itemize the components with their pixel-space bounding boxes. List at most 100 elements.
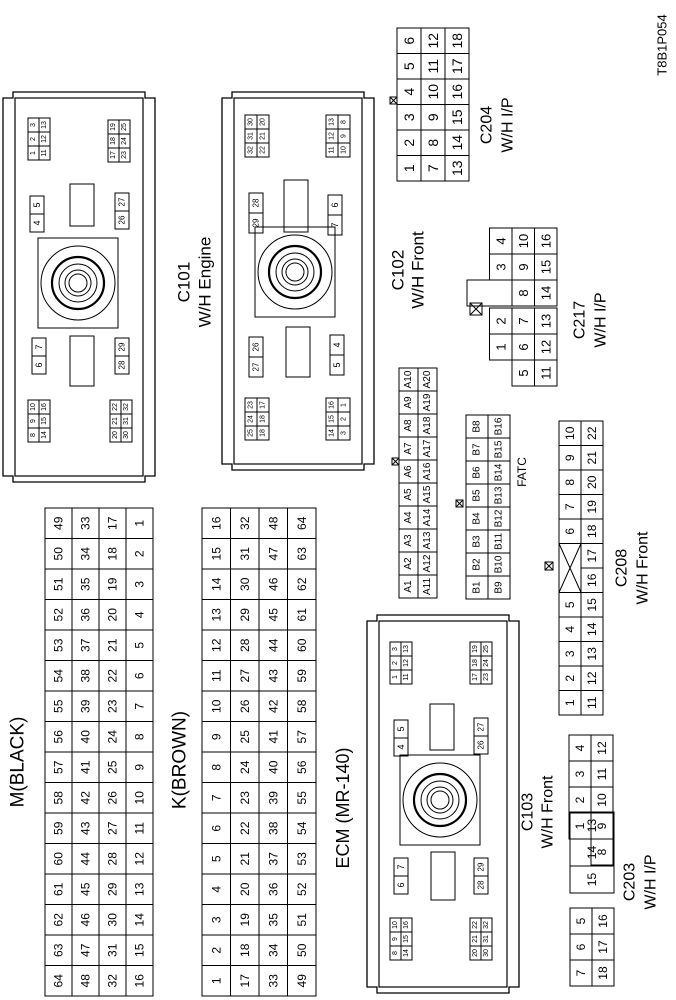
- pin-number: 14: [209, 577, 223, 591]
- pin-number: 7: [574, 969, 588, 976]
- pin-number: 11: [329, 146, 336, 153]
- c217-label: C217: [572, 301, 589, 339]
- pin-cell: [287, 507, 317, 539]
- pin-number: 16: [329, 401, 336, 409]
- key-mark-diag: [469, 302, 483, 316]
- pin-number: 14: [585, 622, 599, 636]
- pin-number: 14: [329, 429, 336, 437]
- pin-number: 20: [106, 608, 120, 622]
- pin-cell: [114, 210, 130, 230]
- pin-number: B15: [494, 440, 505, 458]
- pin-number: 4: [573, 744, 587, 751]
- pin-number: B10: [494, 555, 505, 573]
- fatc-label: FATC: [515, 457, 529, 487]
- pin-number: 7: [396, 864, 406, 869]
- pin-number: 50: [295, 943, 309, 957]
- pin-number: 24: [238, 760, 252, 774]
- pin-number: 21: [238, 852, 252, 866]
- pin-number: B9: [494, 581, 505, 594]
- pin-number: B16: [494, 417, 505, 435]
- pin-number: 3: [209, 916, 223, 923]
- pin-number: 34: [79, 547, 93, 561]
- pin-number: 18: [585, 524, 599, 538]
- pin-number: 1: [341, 403, 348, 407]
- pin-cell: [38, 145, 51, 161]
- pin-number: 18: [449, 33, 465, 49]
- pin-number: 21: [106, 638, 120, 652]
- pin-cell: [248, 212, 264, 234]
- pin-number: 22: [238, 821, 252, 835]
- pin-number: 29: [106, 882, 120, 896]
- pin-number: 10: [392, 921, 399, 929]
- center-bolt: [64, 269, 92, 297]
- pin-number: 33: [266, 974, 280, 988]
- pin-number: 13: [538, 314, 553, 328]
- pin-cell: [558, 420, 582, 446]
- pin-number: 13: [585, 647, 599, 661]
- pin-number: 40: [266, 760, 280, 774]
- pin-number: 60: [52, 852, 66, 866]
- pin-number: 7: [425, 164, 441, 172]
- pin-number: 1: [493, 343, 508, 350]
- pin-number: 28: [477, 880, 486, 889]
- pin-number: B2: [472, 558, 483, 571]
- pin-number: A4: [403, 511, 414, 524]
- pin-number: A9: [403, 396, 414, 409]
- pin-number: 63: [52, 943, 66, 957]
- pin-number: 9: [133, 764, 147, 771]
- pin-number: 21: [472, 935, 479, 943]
- pin-number: 12: [538, 340, 553, 354]
- pin-cell: [487, 414, 511, 439]
- pin-cell: [118, 147, 131, 163]
- pin-number: 16: [596, 914, 610, 928]
- pin-number: 6: [574, 943, 588, 950]
- pin-number: 22: [260, 146, 267, 154]
- pin-number: B11: [494, 533, 505, 550]
- pin-number: B8: [472, 420, 483, 433]
- pin-number: 7: [516, 317, 531, 324]
- pin-cell: [534, 307, 558, 335]
- pin-number: 51: [52, 577, 66, 591]
- pin-number: 6: [34, 362, 44, 367]
- pin-cell: [337, 425, 351, 441]
- pin-number: 9: [341, 134, 348, 138]
- pin-number: B1: [472, 581, 483, 594]
- key-mark: [469, 302, 483, 316]
- pin-number: 16: [41, 403, 48, 411]
- pin-number: 43: [266, 669, 280, 683]
- pin-number: 11: [403, 673, 410, 680]
- pin-number: 30: [238, 577, 252, 591]
- pin-number: 55: [295, 791, 309, 805]
- pin-cell: [114, 355, 130, 375]
- pin-number: 25: [238, 730, 252, 744]
- pin-number: B14: [494, 463, 505, 481]
- pin-number: 8: [563, 479, 577, 486]
- c102-sublabel: W/H Front: [409, 231, 428, 309]
- pin-number: 4: [493, 237, 508, 244]
- pin-number: 26: [238, 699, 252, 713]
- pin-number: 15: [403, 935, 410, 943]
- pin-number: 14: [403, 949, 410, 957]
- pin-number: 8: [516, 289, 531, 296]
- pin-number: 32: [483, 921, 490, 929]
- pin-number: 48: [79, 974, 93, 988]
- pin-number: 21: [585, 451, 599, 465]
- pin-number: A19: [422, 393, 433, 411]
- pin-cell: [125, 507, 154, 539]
- pin-number: 31: [483, 935, 490, 943]
- pin-number: 52: [295, 882, 309, 896]
- pin-number: 23: [106, 699, 120, 713]
- pin-number: 11: [133, 822, 147, 835]
- pin-number: 9: [209, 733, 223, 740]
- pin-number: 23: [248, 401, 255, 409]
- pin-number: 7: [133, 703, 147, 710]
- pin-cell: [480, 945, 493, 961]
- pin-number: 27: [106, 821, 120, 835]
- key-mark: [544, 561, 554, 571]
- pin-number: 15: [329, 415, 336, 423]
- pin-number: 15: [41, 417, 48, 425]
- pin-number: 13: [329, 118, 336, 126]
- key-mark: [389, 96, 398, 105]
- pin-number: 11: [41, 149, 48, 156]
